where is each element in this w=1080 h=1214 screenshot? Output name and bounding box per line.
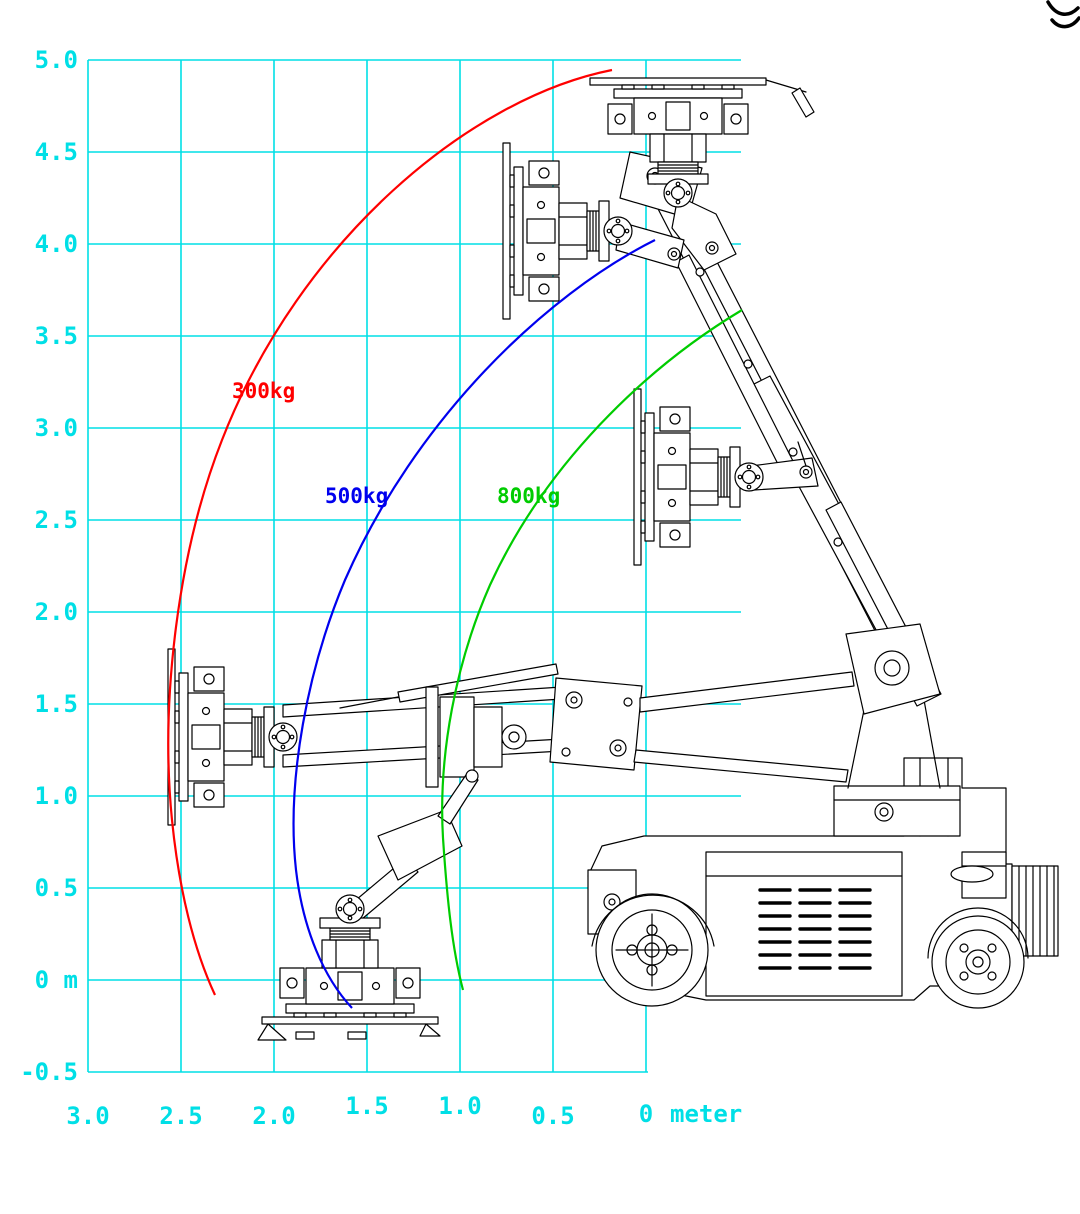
x-tick-label: 3.0 [66,1102,109,1130]
y-tick-label: 4.5 [35,138,78,166]
y-tick-label: 2.5 [35,506,78,534]
curve-300kg [167,68,613,996]
y-tick-label: 4.0 [35,230,78,258]
curve-label-300kg: 300kg [232,379,295,403]
vacuum-head-top [589,77,767,208]
y-tick-label: 1.0 [35,782,78,810]
counterweight [1011,865,1059,957]
y-tick-label: 0.5 [35,874,78,902]
machine-drawing [167,0,1080,1041]
y-tick-label: 2.0 [35,598,78,626]
load-curves [167,68,743,1009]
curve-800kg [441,309,743,991]
x-tick-label: 2.0 [252,1102,295,1130]
arm-links [257,79,855,1041]
curve-label-500kg: 500kg [325,484,388,508]
y-tick-label: -0.5 [20,1058,78,1086]
x-tick-label: 2.5 [159,1102,202,1130]
vent-grille [758,888,872,970]
y-tick-label: 3.5 [35,322,78,350]
x-tick-label: 1.5 [345,1092,388,1120]
x-axis-unit-label: meter [670,1100,742,1128]
x-tick-label: 1.0 [438,1092,481,1120]
vacuum-head-upper-left [502,142,633,320]
rear-fender [927,907,1029,959]
y-tick-label: 3.0 [35,414,78,442]
vacuum-head-left [167,648,298,826]
engine-cover [705,851,903,997]
front-fender [591,894,715,947]
cropped-glyph-mark [1046,0,1080,29]
y-axis-labels: 5.0 4.5 4.0 3.5 3.0 2.5 2.0 1.5 1.0 0.5 … [20,46,78,1086]
y-tick-label: 1.5 [35,690,78,718]
curve-label-800kg: 800kg [497,484,560,508]
main-boom [619,151,961,837]
vacuum-head-middle [633,388,764,566]
rear-handle [950,865,994,883]
rear-wheel [931,915,1025,1009]
turret-base [833,785,961,837]
y-tick-label: 0 m [35,966,78,994]
x-tick-label: 0 [639,1100,653,1128]
mid-link-plate [549,677,643,771]
front-wheel [595,893,709,1007]
x-tick-label: 0.5 [531,1102,574,1130]
curve-500kg [292,239,656,1009]
y-tick-label: 5.0 [35,46,78,74]
x-axis-labels: 3.0 2.5 2.0 1.5 1.0 0.5 0 meter [66,1092,742,1130]
